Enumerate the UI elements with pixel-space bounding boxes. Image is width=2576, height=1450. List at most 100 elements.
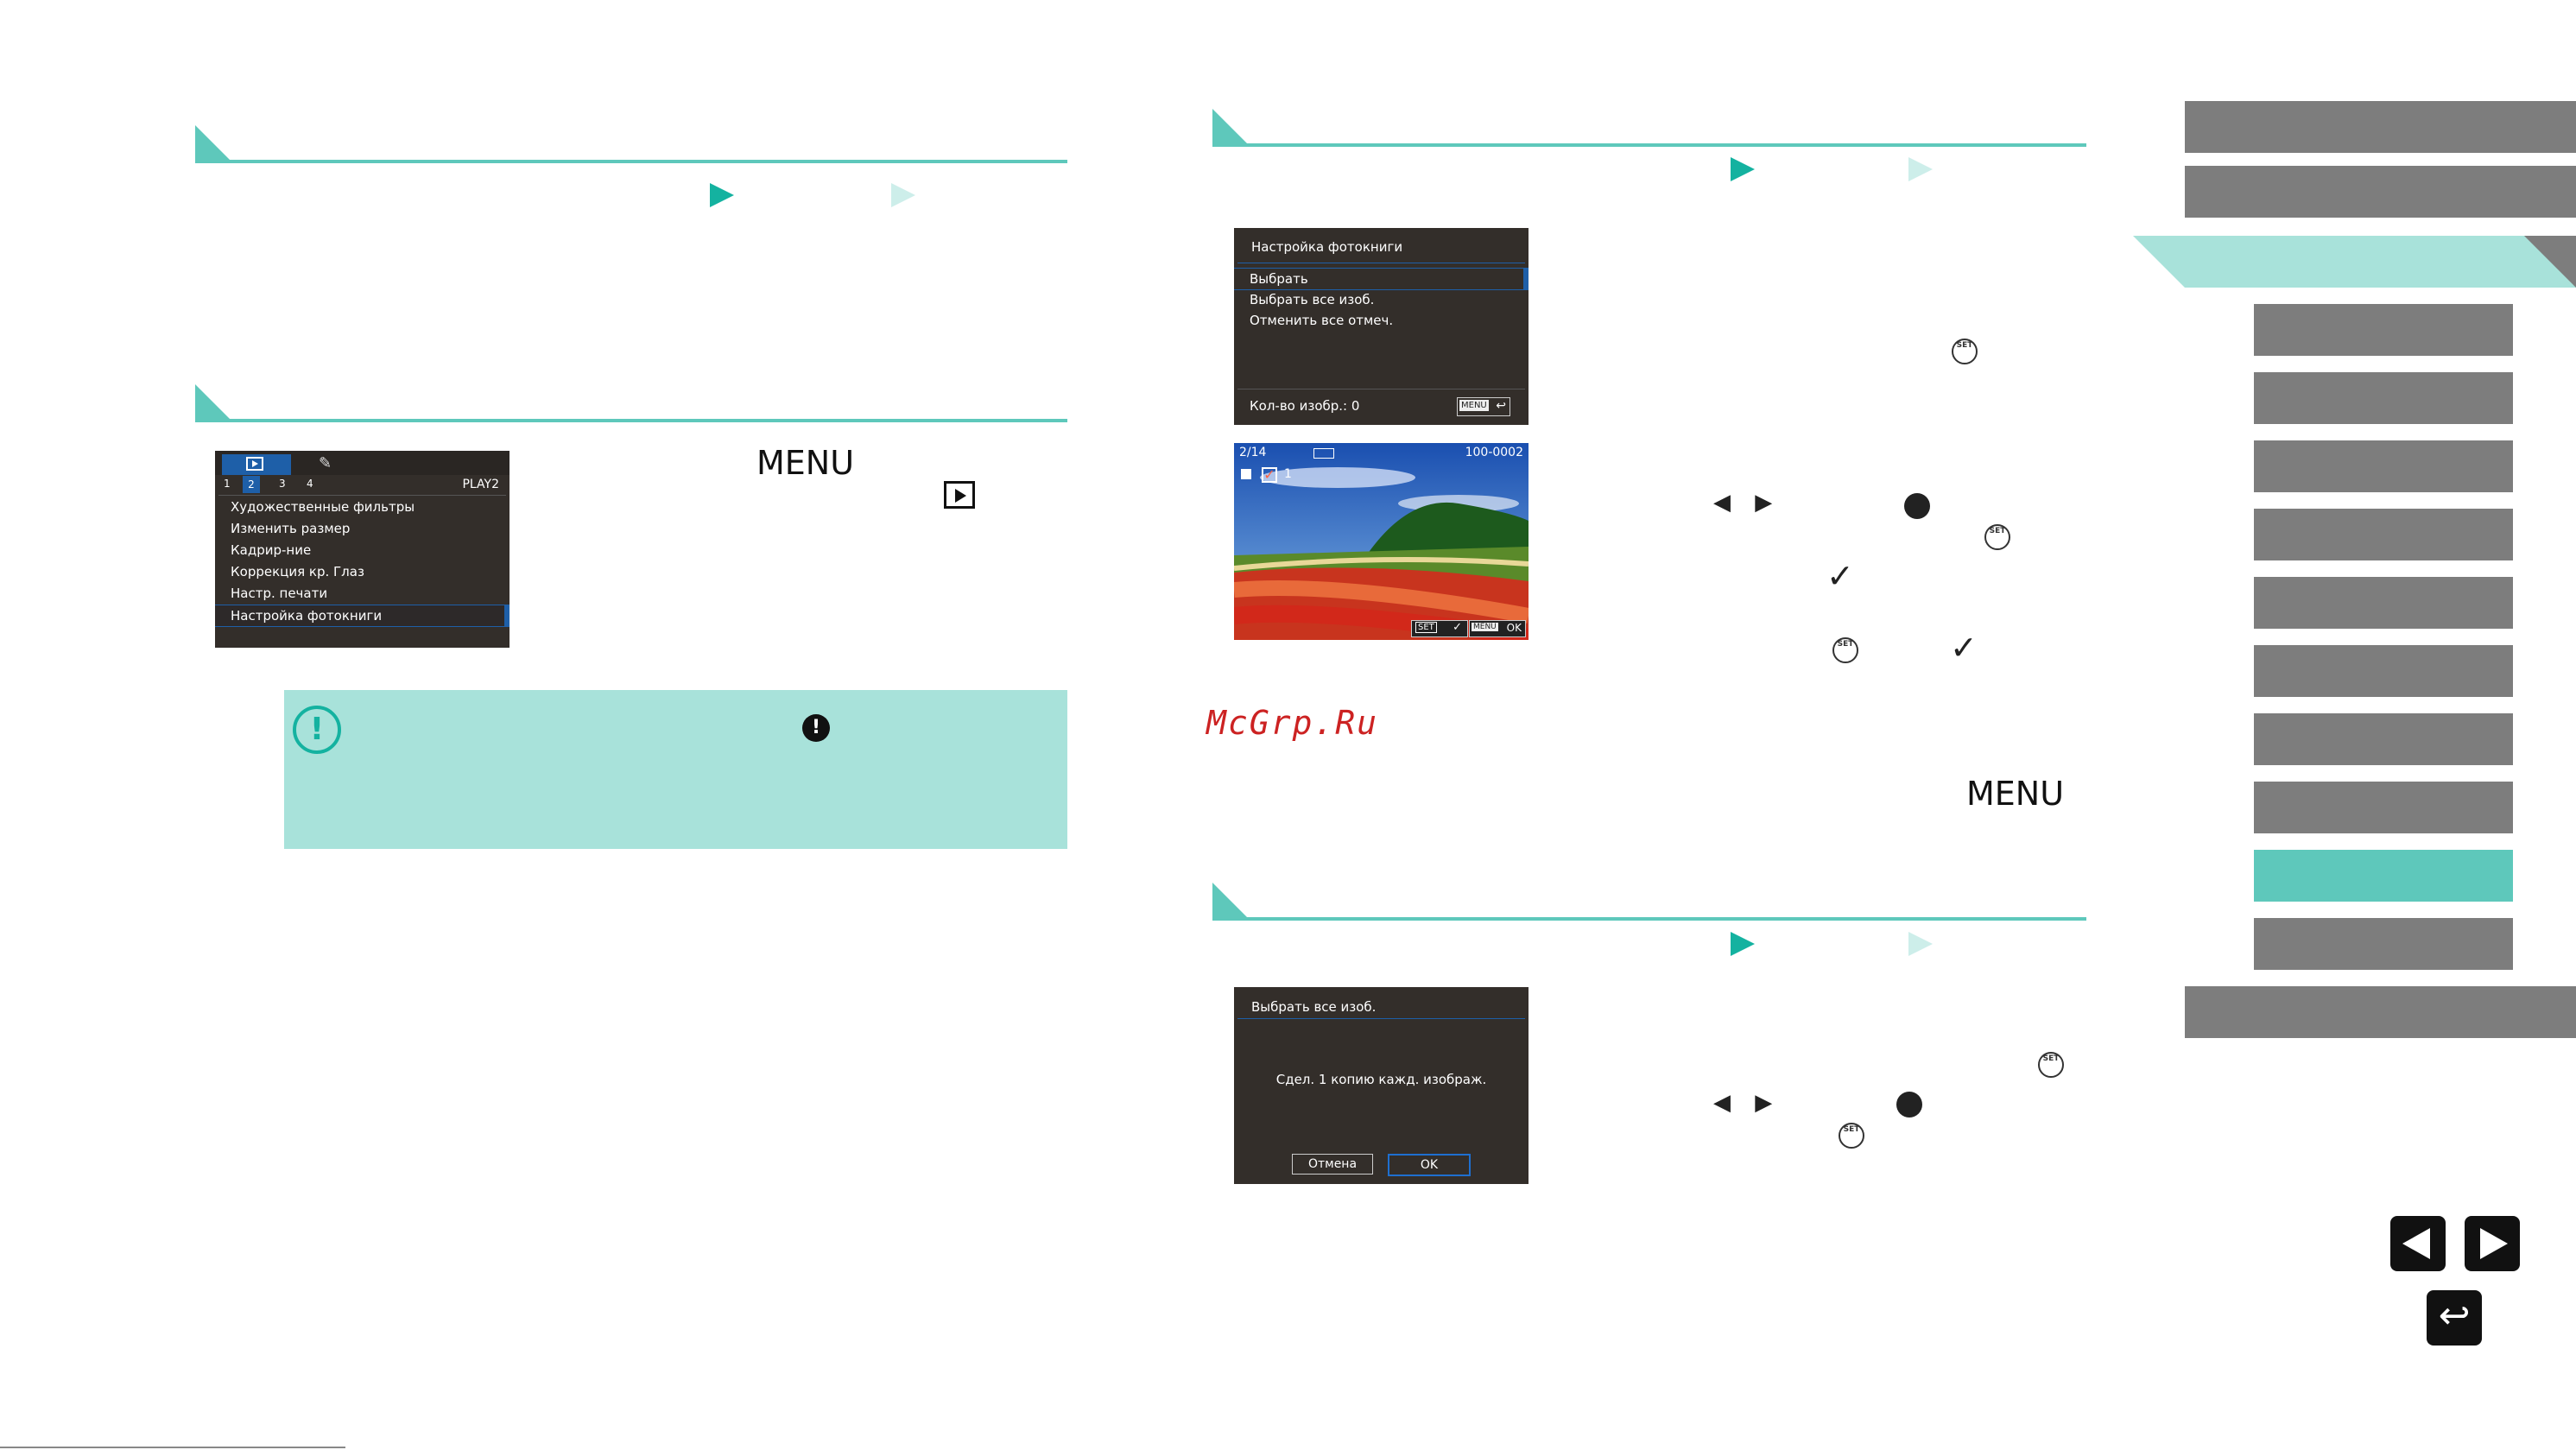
sidebar-tab[interactable] [2185,986,2576,1038]
sidebar-corner [2524,236,2576,288]
section-marker [1212,109,1249,145]
sidebar-chapter-active[interactable] [2133,236,2576,288]
sidebar-tab[interactable] [2185,166,2576,218]
play-triangle-icon [252,460,258,467]
set-button-icon: SET [1832,637,1858,663]
divider [218,495,506,496]
photobook-setup-screen: Настройка фотокниги Выбрать Выбрать все … [1234,228,1529,425]
menu-button-label: MENU [756,444,855,482]
ok-label: OK [1506,622,1522,634]
section-rule [1212,143,2086,147]
selection-edge [504,605,510,627]
battery-icon [1313,448,1334,459]
menu-item[interactable]: Настр. печати [231,586,328,601]
confirm-message: Сдел. 1 копию кажд. изображ. [1275,1072,1487,1087]
menu-ok-badge[interactable]: MENU OK [1469,620,1526,637]
image-select-screen: 2/14 100-0002 ✓ 1 SET ✓ MENU OK [1234,443,1529,640]
sidebar-section[interactable] [2254,509,2513,560]
set-button-icon: SET [2038,1052,2064,1078]
section-marker [195,384,231,421]
menu-badge-label: MENU [1459,400,1489,411]
menu-button-label: MENU [1966,775,2065,813]
play-arrow-icon [1731,932,1755,956]
check-mark-icon: ✓ [1950,629,1978,667]
checkbox-icon[interactable]: ✓ [1262,467,1277,483]
set-button-icon: SET [1952,339,1978,364]
play-arrow-icon [710,183,734,207]
control-dial-icon [1904,493,1930,519]
cancel-button[interactable]: Отмена [1292,1154,1373,1175]
menu-item[interactable]: Изменить размер [231,521,351,536]
book-icon [1241,469,1251,479]
playback-tab[interactable] [222,454,291,475]
control-dial-icon [1896,1092,1922,1118]
sidebar-section[interactable] [2254,782,2513,833]
ok-button[interactable]: OK [1388,1154,1471,1176]
image-count: Кол-во изобр.: 0 [1250,398,1360,414]
play-arrow-light-icon [1908,932,1933,956]
option[interactable]: Выбрать все изоб. [1250,292,1375,307]
section-rule [1212,917,2086,921]
sidebar-section[interactable] [2254,645,2513,697]
wrench-icon[interactable]: ✎ [319,454,332,472]
next-page-button[interactable] [2465,1216,2520,1271]
play-arrow-light-icon [1908,157,1933,181]
sidebar-section[interactable] [2254,440,2513,492]
landscape-photo [1234,443,1529,640]
option-selected[interactable]: Выбрать [1234,268,1529,290]
sidebar-section[interactable] [2254,577,2513,629]
divider [1237,1018,1525,1019]
check-icon: ✓ [1453,621,1462,634]
return-icon: ↩ [1496,399,1506,413]
select-all-screen: Выбрать все изоб. Сдел. 1 копию кажд. из… [1234,987,1529,1184]
sidebar-section[interactable] [2254,713,2513,765]
menu-back-badge[interactable]: MENU ↩ [1457,397,1510,416]
next-arrow-icon [2480,1228,2508,1259]
section-marker [1212,883,1249,919]
caution-note-box: ! ! [284,690,1067,849]
set-check-badge[interactable]: SET ✓ [1411,620,1468,637]
menu-item[interactable]: Художественные фильтры [231,499,415,515]
playback-icon [246,457,263,471]
subtab-3[interactable]: 3 [279,478,286,490]
subtab-2[interactable]: 2 [243,476,260,493]
option[interactable]: Отменить все отмеч. [1250,313,1394,328]
prev-arrow-icon [2402,1228,2430,1259]
subtab-1[interactable]: 1 [224,478,231,490]
check-count: 1 [1284,467,1292,481]
left-right-buttons-icon: ◀ ▶ [1713,490,1782,516]
selection-edge [1523,268,1529,290]
sidebar-section[interactable] [2254,918,2513,970]
file-number: 100-0002 [1465,446,1523,459]
subtab-4[interactable]: 4 [307,478,313,490]
sidebar-tab[interactable] [2185,101,2576,153]
left-right-buttons-icon: ◀ ▶ [1713,1090,1782,1116]
menu-item-selected[interactable]: Настройка фотокниги [215,605,510,627]
check-mark-icon: ✓ [1826,557,1854,595]
sidebar-section[interactable] [2254,372,2513,424]
camera-menu-screen: ✎ 1 2 3 4 PLAY2 Художественные фильтры И… [215,451,510,648]
section-rule [195,419,1067,422]
set-button-icon: SET [1984,524,2010,550]
screen-title: Настройка фотокниги [1251,239,1403,255]
caution-icon: ! [293,706,341,754]
section-marker [195,125,231,161]
image-index: 2/14 [1239,446,1267,459]
menu-item[interactable]: Кадрир-ние [231,542,312,558]
caution-inline-icon: ! [802,714,830,742]
sidebar-section[interactable] [2254,304,2513,356]
subtab-row: 1 2 3 4 PLAY2 [215,475,510,494]
prev-page-button[interactable] [2390,1216,2446,1271]
screen-title: Выбрать все изоб. [1251,999,1377,1015]
play-arrow-light-icon [891,183,915,207]
menu-item[interactable]: Коррекция кр. Глаз [231,564,364,579]
return-button[interactable]: ↩ [2427,1290,2482,1346]
page-label: PLAY2 [462,478,499,491]
return-icon: ↩ [2438,1294,2471,1338]
play-arrow-icon [1731,157,1755,181]
watermark: McGrp.Ru [1206,704,1379,742]
playback-button-icon [944,481,975,509]
section-rule [195,160,1067,163]
sidebar-section-active[interactable] [2254,850,2513,902]
menu-badge-label: MENU [1472,623,1498,631]
